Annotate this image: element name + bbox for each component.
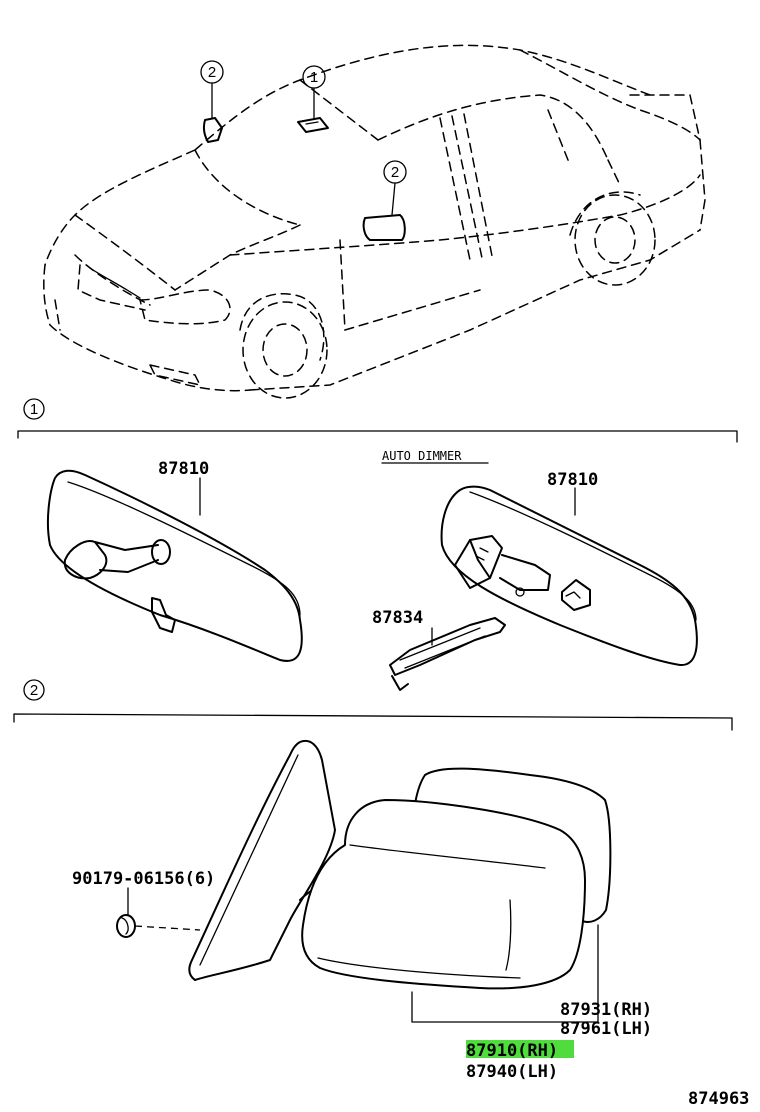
part-90179-06156: 90179-06156(6) — [72, 869, 215, 889]
highlight-87910 — [466, 1040, 574, 1058]
part-87910-rh[interactable]: 87910(RH) — [466, 1041, 558, 1061]
auto-dimmer-label: AUTO DIMMER — [382, 449, 462, 463]
diagram-id: 874963 — [688, 1089, 749, 1109]
part-87931-rh: 87931(RH) — [560, 1000, 652, 1020]
leader-mirror-assembly — [411, 924, 599, 1023]
rear-view-mirror-auto-dimmer — [440, 485, 698, 667]
svg-text:1: 1 — [30, 401, 38, 418]
section-1-header: 1 — [17, 398, 738, 443]
car-illustration — [43, 44, 706, 399]
part-87810-auto-dimmer: 87810 — [547, 470, 598, 490]
car-callout-2-left: 2 — [200, 60, 224, 119]
svg-text:1: 1 — [310, 69, 318, 86]
outside-rear-view-mirror — [116, 740, 612, 990]
part-87961-lh: 87961(LH) — [560, 1019, 652, 1039]
part-87810-standard: 87810 — [158, 459, 209, 479]
part-87940-lh[interactable]: 87940(LH) — [466, 1062, 558, 1082]
rear-view-mirror-standard — [46, 469, 303, 662]
svg-text:2: 2 — [30, 682, 38, 699]
part-87834: 87834 — [372, 608, 423, 628]
section-2-header: 2 — [13, 679, 733, 731]
svg-text:2: 2 — [391, 164, 399, 181]
mirror-wire-harness — [389, 617, 506, 691]
car-callout-1: 1 — [302, 65, 326, 119]
car-callout-2-right: 2 — [383, 160, 407, 216]
svg-text:2: 2 — [208, 64, 216, 81]
